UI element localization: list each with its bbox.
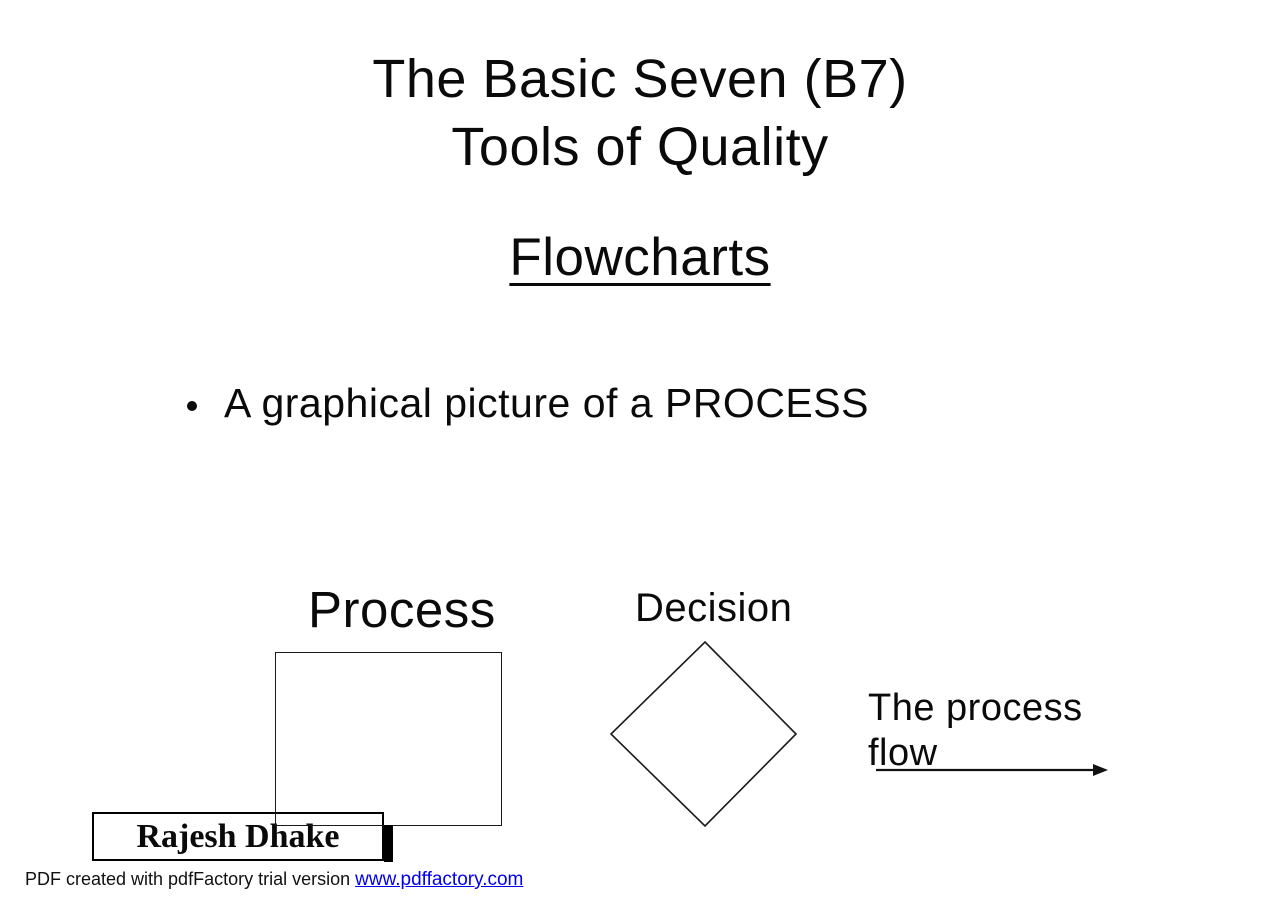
title-line-1: The Basic Seven (B7) — [372, 49, 908, 109]
slide-subtitle: Flowcharts — [0, 228, 1280, 288]
process-flow-arrow — [876, 764, 1108, 776]
arrow-head-icon — [1093, 764, 1108, 776]
process-rectangle-shape — [275, 652, 502, 826]
footer-link[interactable]: www.pdffactory.com — [355, 869, 524, 890]
name-box-shadow-bar — [384, 825, 393, 862]
diamond-outline — [609, 640, 798, 828]
decision-diamond-shape — [609, 640, 798, 828]
bullet-text: A graphical picture of a PROCESS — [224, 380, 869, 426]
process-label: Process — [308, 581, 496, 638]
bullet-marker — [187, 401, 197, 411]
footer-text: PDF created with pdfFactory trial versio… — [25, 869, 356, 889]
title-line-2: Tools of Quality — [451, 117, 829, 177]
author-name-box: Rajesh Dhake — [92, 812, 384, 861]
flow-label: The process flow — [868, 686, 1083, 776]
slide-title: The Basic Seven (B7) Tools of Quality — [0, 45, 1280, 181]
decision-label: Decision — [635, 586, 793, 630]
subtitle-text: Flowcharts — [509, 228, 771, 287]
pdf-footer: PDF created with pdfFactory trial versio… — [25, 868, 523, 891]
author-name: Rajesh Dhake — [136, 817, 340, 855]
flow-label-line-1: The process — [868, 687, 1083, 729]
flow-label-line-2: flow — [868, 732, 938, 774]
